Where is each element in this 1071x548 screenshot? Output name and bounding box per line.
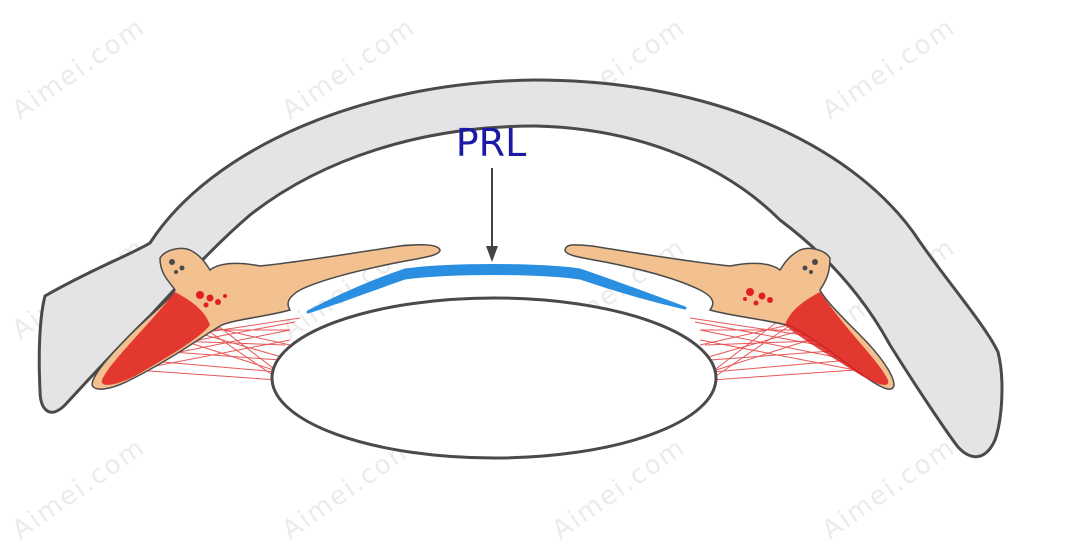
trabecular-detail-left (169, 259, 185, 274)
watermark: Aimei.com (7, 432, 151, 546)
watermark: Aimei.com (7, 12, 151, 126)
pigment-spots-right (743, 288, 773, 306)
crystalline-lens (270, 296, 718, 460)
prl-label: PRL (456, 121, 527, 165)
watermark: Aimei.com (817, 432, 961, 546)
iris-ciliary-left (91, 244, 441, 390)
ciliary-muscle-left (101, 292, 210, 385)
iris-ciliary-right (564, 244, 895, 390)
pointer-arrow (486, 168, 498, 262)
prl-implant-lens (306, 264, 687, 314)
watermark: Aimei.com (817, 12, 961, 126)
ciliary-muscle-right (785, 292, 889, 385)
trabecular-detail-right (802, 259, 818, 274)
pigment-spots-left (196, 291, 227, 308)
